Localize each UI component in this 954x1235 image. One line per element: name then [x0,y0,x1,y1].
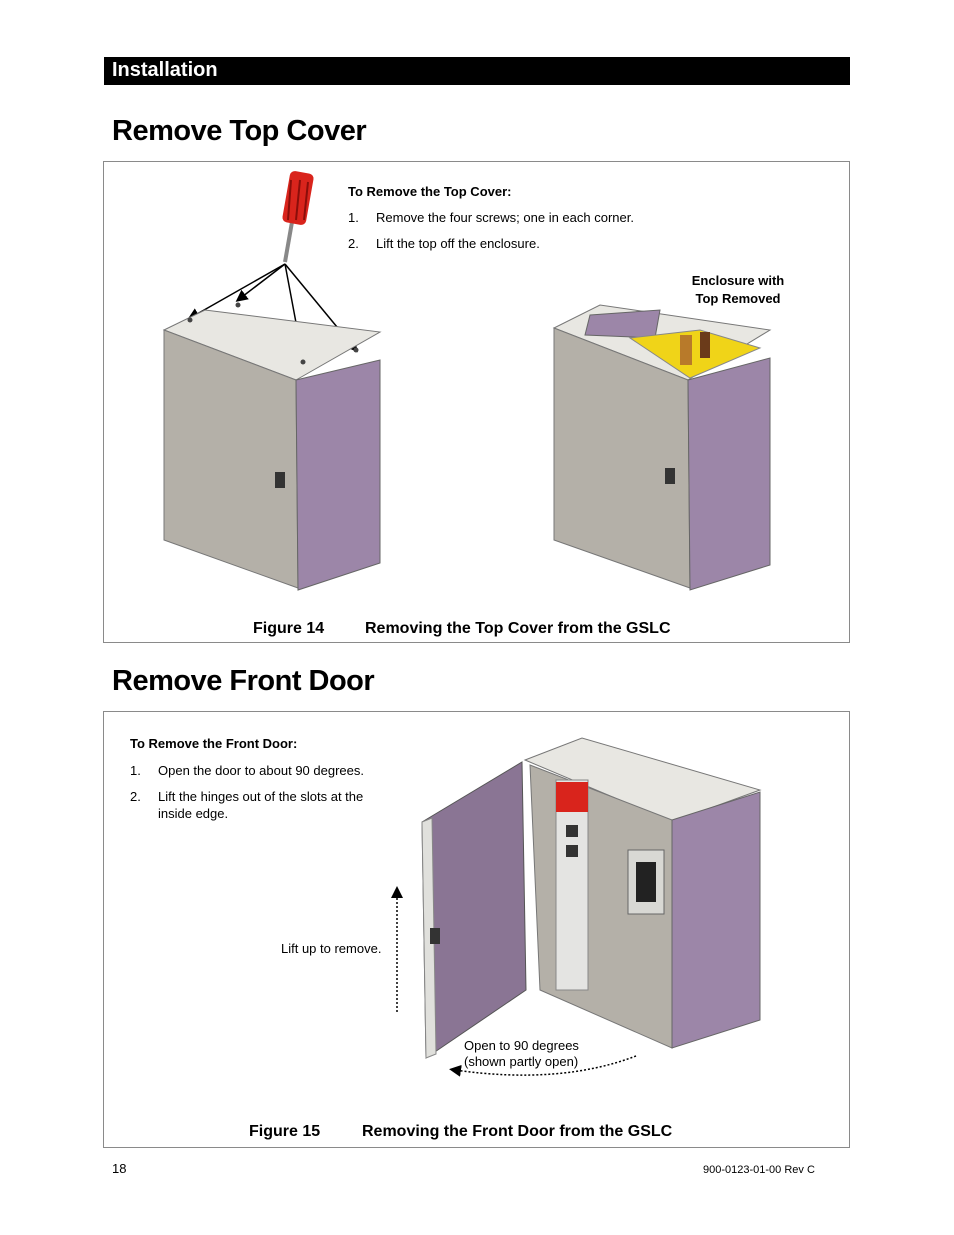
section-header-bar: Installation [104,57,850,85]
document-number: 900-0123-01-00 Rev C [703,1164,815,1176]
rotation-arrow [449,1055,637,1077]
top-cover-step-2-text: Lift the top off the enclosure. [376,236,540,251]
figure-14-box [103,161,850,643]
enclosure-open-door [421,737,762,1059]
figure-15-caption: Removing the Front Door from the GSLC [362,1123,673,1140]
figure-14-label: Figure 14 [253,620,325,637]
enclosure-top-removed [552,304,772,591]
figure-15-box [103,711,850,1148]
top-cover-step-1-num: 1. [348,210,359,225]
figure-15-label: Figure 15 [249,1123,321,1140]
front-door-step-1-num: 1. [130,763,141,778]
front-door-step-2-line1: Lift the hinges out of the slots at the [158,789,364,804]
page-number: 18 [112,1161,127,1176]
front-door-step-1-text: Open the door to about 90 degrees. [158,763,364,778]
section-title-remove-front-door: Remove Front Door [112,665,375,697]
enclosure-closed [162,302,382,591]
lift-up-label: Lift up to remove. [281,941,382,956]
top-cover-step-1-text: Remove the four screws; one in each corn… [376,210,634,225]
section-header-label: Installation [112,59,218,81]
section-title-remove-top-cover: Remove Top Cover [112,115,367,147]
front-door-instructions-title: To Remove the Front Door: [130,736,298,751]
front-door-step-2-num: 2. [130,789,141,804]
top-cover-step-2-num: 2. [348,236,359,251]
figure-14-caption: Removing the Top Cover from the GSLC [365,620,671,637]
front-door-step-2-line2: inside edge. [158,806,229,821]
open-label-line2: (shown partly open) [464,1054,579,1069]
top-cover-instructions-title: To Remove the Top Cover: [348,184,512,199]
callout-enclosure-line2: Top Removed [695,291,781,306]
callout-enclosure-line1: Enclosure with [691,273,785,288]
screwdriver-icon [282,171,314,263]
open-label-line1: Open to 90 degrees [464,1038,579,1053]
